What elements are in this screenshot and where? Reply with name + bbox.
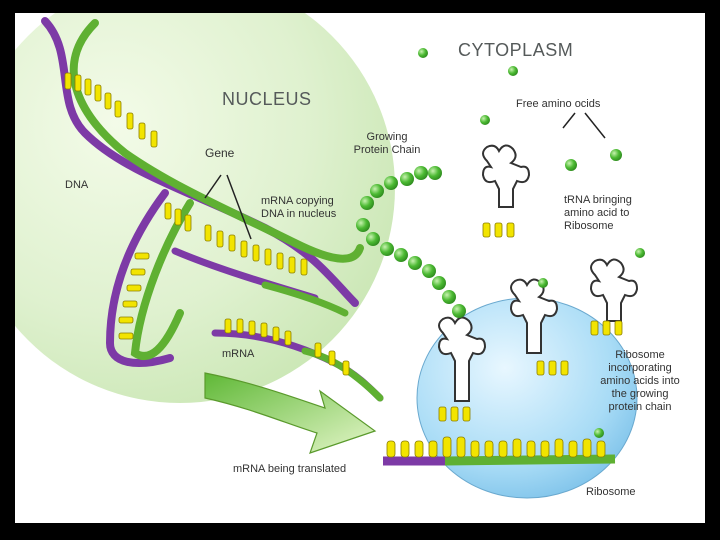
trna-free-2-bases [590,320,623,336]
diagram-frame: CYTOPLASM NUCLEUS Free amino ocids Growi… [15,13,705,523]
trna-bound-2-bases [536,360,569,376]
mrna-label: mRNA [222,348,255,360]
ribosome-incorporating-line-1: Ribosome [615,349,665,361]
trna-free-1 [481,144,531,208]
ribosome-incorporating-line-4: the growing [611,388,669,400]
mrna-being-translated-label: mRNA being translated [233,463,347,475]
ribosome-incorporating-line-2: incorporating [608,362,672,374]
dna-lower-green [130,199,194,360]
pointer-lines [204,112,606,240]
mrna-translated-green [444,454,616,466]
trna-bound-1 [437,316,487,402]
trna-line-1: tRNA bringing [564,194,632,206]
trna-bound-1-bases [438,406,471,422]
mrna-bases [224,318,350,376]
ribosome-label: Ribosome [586,486,636,498]
ribosome-incorporating-line-5: protein chain [608,401,672,413]
dna-label: DNA [65,179,89,191]
trna-free-1-bases [482,222,515,238]
gene-label: Gene [205,146,235,160]
free-amino-acids-label: Free amino ocids [516,98,601,110]
protein-synthesis-illustration [15,13,645,499]
growing-protein-chain-line-1: Growing [366,131,408,143]
ribosome-incorporating-label: Ribosome incorporating amino acids into … [585,349,695,414]
growing-protein-chain-label: Growing Protein Chain [337,131,437,157]
growing-protein-chain-line-2: Protein Chain [353,144,421,156]
nucleus-label: NUCLEUS [222,89,312,109]
dna-lower-purple [105,189,174,367]
mrna-copying-line-1: mRNA copying [261,195,334,207]
trna-line-3: Ribosome [564,220,614,232]
free-amino-acids [418,48,645,438]
mrna-copying-line-2: DNA in nucleus [261,208,337,220]
trna-label: tRNA bringing amino acid to Ribosome [564,194,632,233]
translated-bases [386,436,606,458]
growing-protein-chain [356,166,466,318]
trna-free-2 [589,258,639,322]
mrna-in-nucleus-green [261,281,349,317]
mrna-copying-label: mRNA copying DNA in nucleus [261,195,336,221]
cytoplasm-label: CYTOPLASM [458,40,574,60]
direction-arrow [204,372,377,454]
trna-line-2: amino acid to [564,207,630,219]
dna-bases [64,72,308,340]
trna-bound-2 [509,278,559,354]
ribosome-incorporating-line-3: amino acids into [600,375,680,387]
